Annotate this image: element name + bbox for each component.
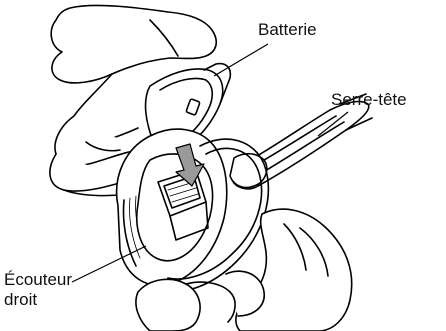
battery-label: Batterie bbox=[258, 20, 317, 40]
right-earpiece-label: Écouteur droit bbox=[4, 270, 72, 310]
battery-leader-line bbox=[214, 44, 268, 76]
headband-label: Serre-tête bbox=[331, 90, 407, 110]
right-earpiece-label-line1: Écouteur bbox=[4, 270, 72, 290]
right-earpiece-label-line2: droit bbox=[4, 290, 72, 310]
